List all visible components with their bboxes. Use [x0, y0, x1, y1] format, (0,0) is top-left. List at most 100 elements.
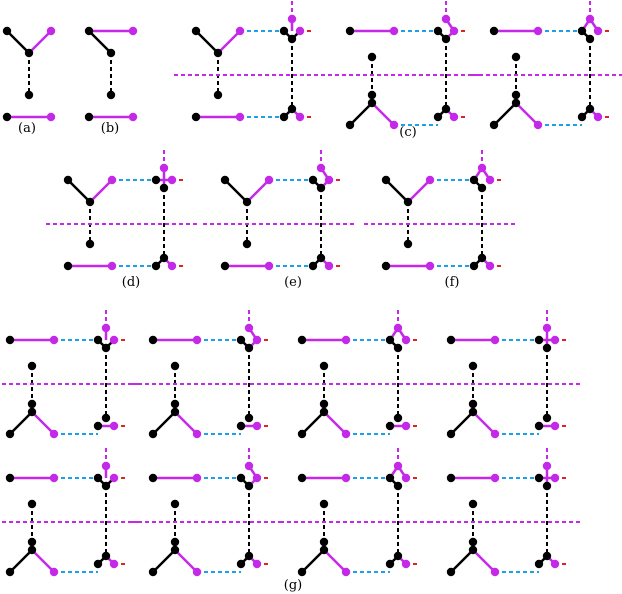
black-edge — [88, 30, 112, 54]
black-node — [468, 537, 478, 547]
gadget-4 — [46, 150, 198, 271]
black-edge — [224, 179, 248, 203]
magenta-node — [324, 261, 334, 271]
black-node — [101, 343, 111, 353]
magenta-node — [389, 120, 399, 130]
black-edge — [152, 411, 176, 435]
black-node — [297, 473, 307, 483]
black-node — [316, 183, 326, 193]
black-node — [316, 253, 326, 263]
black-node — [148, 473, 158, 483]
black-node — [159, 253, 169, 263]
magenta-node — [192, 473, 202, 483]
magenta-node — [341, 473, 351, 483]
magenta-edge — [515, 102, 539, 126]
gadget-6 — [364, 150, 516, 271]
black-edge — [301, 549, 325, 573]
figure-a — [2, 26, 56, 122]
magenta-node — [252, 559, 262, 569]
magenta-node — [490, 473, 500, 483]
black-node — [148, 335, 158, 345]
magenta-node — [401, 421, 411, 431]
black-node — [385, 559, 395, 569]
black-node — [542, 481, 552, 491]
label-g: (g) — [284, 578, 302, 593]
black-node — [393, 551, 403, 561]
black-node — [63, 261, 73, 271]
black-node — [468, 407, 478, 417]
magenta-edge — [217, 30, 241, 54]
black-node — [319, 361, 329, 371]
black-node — [93, 559, 103, 569]
black-node — [511, 90, 521, 100]
black-node — [585, 104, 595, 114]
gadget-10 — [429, 310, 581, 439]
black-node — [393, 481, 403, 491]
magenta-node — [550, 335, 560, 345]
magenta-edge — [323, 411, 347, 435]
gadget-1 — [174, 1, 326, 122]
black-node — [106, 90, 116, 100]
black-node — [93, 421, 103, 431]
black-node — [534, 421, 544, 431]
magenta-node — [593, 26, 603, 36]
magenta-edge — [28, 30, 52, 54]
magenta-node — [107, 175, 117, 185]
black-node — [2, 112, 12, 122]
black-node — [151, 261, 161, 271]
label-c: (c) — [399, 125, 416, 140]
black-node — [446, 429, 456, 439]
label-e: (e) — [284, 275, 302, 290]
black-node — [93, 335, 103, 345]
magenta-edge — [371, 102, 395, 126]
magenta-node — [46, 112, 56, 122]
black-node — [469, 261, 479, 271]
black-node — [441, 104, 451, 114]
gadget-7 — [0, 310, 140, 439]
magenta-node — [341, 429, 351, 439]
black-node — [441, 34, 451, 44]
black-node — [27, 499, 37, 509]
magenta-node — [167, 261, 177, 271]
black-node — [170, 407, 180, 417]
magenta-node — [264, 175, 274, 185]
black-node — [446, 335, 456, 345]
black-node — [367, 98, 377, 108]
magenta-node — [244, 323, 254, 333]
black-node — [319, 399, 329, 409]
magenta-node — [401, 559, 411, 569]
black-node — [170, 537, 180, 547]
magenta-node — [389, 26, 399, 36]
black-node — [433, 112, 443, 122]
magenta-edge — [472, 549, 496, 573]
black-node — [27, 361, 37, 371]
label-b: (b) — [101, 121, 119, 136]
gadget-9 — [280, 310, 432, 439]
figures-layer — [0, 1, 622, 577]
black-node — [385, 473, 395, 483]
magenta-node — [393, 323, 403, 333]
gadget-8 — [131, 310, 283, 439]
black-node — [170, 499, 180, 509]
black-node — [236, 421, 246, 431]
black-node — [244, 343, 254, 353]
magenta-node — [235, 26, 245, 36]
black-node — [542, 343, 552, 353]
magenta-node — [128, 112, 138, 122]
magenta-node — [192, 567, 202, 577]
black-edge — [6, 30, 30, 54]
magenta-node — [542, 323, 552, 333]
magenta-node — [252, 473, 262, 483]
black-node — [577, 26, 587, 36]
black-node — [220, 175, 230, 185]
black-node — [106, 48, 116, 58]
magenta-node — [295, 26, 305, 36]
magenta-node — [585, 14, 595, 24]
magenta-node — [490, 567, 500, 577]
magenta-node — [485, 261, 495, 271]
black-node — [489, 120, 499, 130]
magenta-node — [490, 335, 500, 345]
magenta-node — [167, 175, 177, 185]
magenta-node — [109, 335, 119, 345]
magenta-node — [159, 163, 169, 173]
